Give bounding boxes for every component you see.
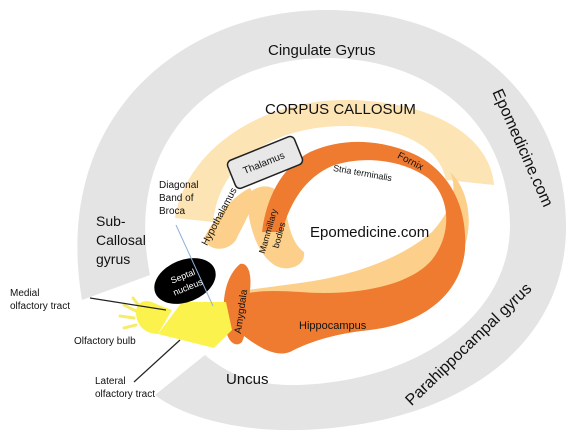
label-medial-olfactory-tract: Medial olfactory tract (10, 287, 70, 313)
watermark-center: Epomedicine.com (310, 224, 430, 241)
medial-olfactory-pointer (89, 297, 167, 311)
label-lateral-olfactory-line1: Lateral (95, 376, 126, 387)
label-stria-terminalis: Stria terminalis (332, 163, 393, 183)
label-medial-olfactory-line1: Medial (10, 288, 40, 299)
label-lateral-olfactory-tract: Lateral olfactory tract (95, 375, 155, 401)
label-hippocampus: Hippocampus (299, 320, 367, 332)
fornix-hippocampus-shape (229, 141, 466, 354)
label-lateral-olfactory-line2: olfactory tract (95, 389, 156, 400)
label-diagonal-band-line1: Diagonal (159, 180, 199, 191)
label-uncus: Uncus (226, 371, 269, 388)
label-medial-olfactory-line2: olfactory tract (10, 301, 71, 312)
label-sub-callosal-line1: Sub- (96, 213, 126, 229)
label-sub-callosal-line2: Callosal (96, 232, 146, 248)
label-corpus-callosum: CORPUS CALLOSUM (265, 101, 416, 118)
septal-nucleus-shape (154, 258, 216, 304)
label-cingulate-gyrus: Cingulate Gyrus (268, 42, 376, 59)
corpus-callosum-band (175, 100, 494, 222)
diagonal-band-pointer (175, 224, 214, 307)
label-olfactory-bulb: Olfactory bulb (74, 336, 136, 347)
label-diagonal-band-line2: Band of (159, 193, 194, 204)
hypothalamus-shape (204, 188, 254, 249)
thalamus-box (226, 135, 304, 190)
olfactory-trigone-shape (158, 302, 232, 348)
label-diagonal-band-line3: Broca (159, 206, 186, 217)
label-sub-callosal-gyrus: Sub- Callosal gyrus (96, 212, 146, 269)
label-diagonal-band-of-broca: Diagonal Band of Broca (159, 179, 198, 218)
label-sub-callosal-line3: gyrus (96, 251, 131, 267)
lateral-olfactory-pointer (133, 339, 181, 383)
